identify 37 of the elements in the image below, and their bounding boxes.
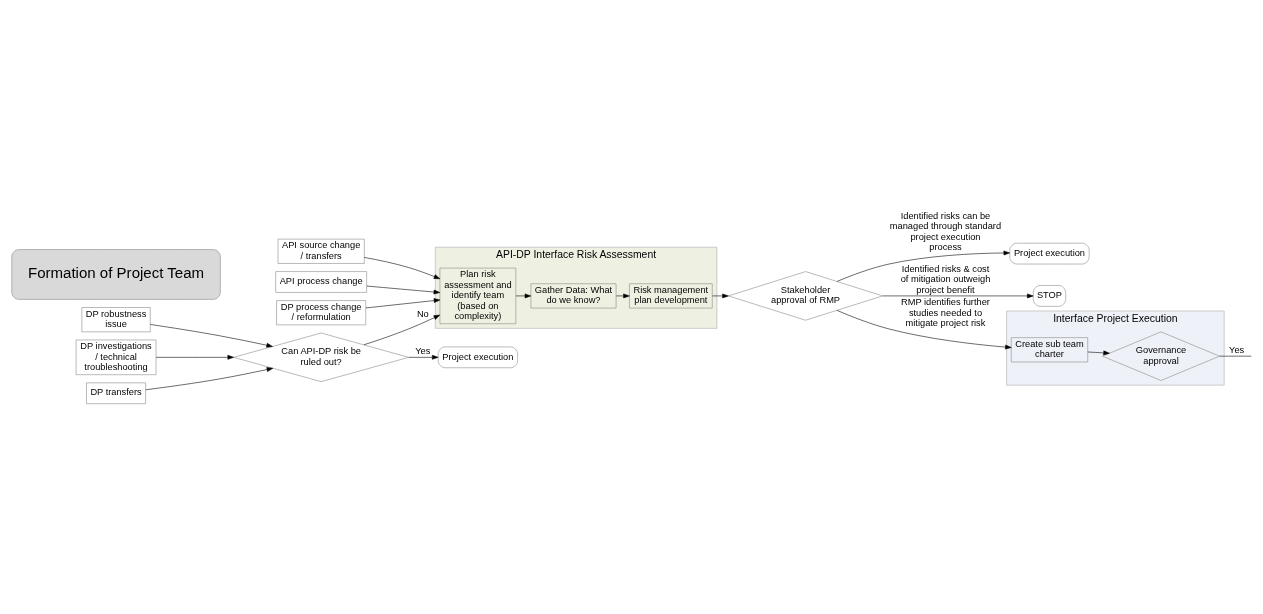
node-box: DP robustness issue: [81, 306, 151, 332]
arrow: [408, 354, 439, 360]
arrow: [155, 354, 234, 360]
arrow: [1087, 350, 1110, 355]
node-diamond: Stakeholder approval of RMP: [728, 270, 883, 321]
arrow: [145, 366, 274, 390]
node-box: STOP: [1032, 284, 1066, 307]
arrow: [836, 309, 1012, 349]
node-box: API process change: [275, 270, 367, 293]
arrow: [515, 293, 532, 298]
arrow: [366, 285, 441, 294]
node-box: Gather Data: What do we know?: [530, 282, 617, 308]
arrow: [150, 323, 273, 348]
edge-label: No: [416, 308, 429, 319]
edge-label: Identified risks can be managed through standard project execution process: [889, 210, 1002, 252]
arrow: [615, 293, 630, 298]
node-box: API source change / transfers: [277, 238, 365, 264]
node-box: Project execution: [437, 346, 518, 368]
arrow: [882, 293, 1034, 298]
edge-label: Yes: [415, 345, 431, 356]
arrow: [364, 256, 441, 279]
node-box: Plan risk assessment and identify team (based on complexity): [439, 267, 517, 324]
edge-label: RMP identifies further studies needed to mitigate project risk: [901, 296, 990, 328]
node-diamond: Can API-DP risk be ruled out?: [233, 332, 409, 382]
node-box: Formation of Project Team: [11, 248, 221, 300]
node-box: Project execution: [1009, 242, 1090, 264]
node-box: DP process change / reformulation: [276, 299, 367, 325]
node-box: DP investigations / technical troubleshooting: [75, 339, 157, 375]
edge-label: Identified risks & cost of mitigation outweigh project benefit: [900, 263, 991, 295]
arrow: [363, 314, 441, 345]
arrow: [365, 297, 441, 308]
edge-label: Yes: [1229, 344, 1245, 355]
node-box: Create sub team charter: [1010, 336, 1088, 362]
node-box: DP transfers: [86, 382, 146, 404]
node-box: Risk management plan development: [629, 282, 713, 308]
arrow: [836, 250, 1010, 282]
arrow: [712, 293, 729, 298]
